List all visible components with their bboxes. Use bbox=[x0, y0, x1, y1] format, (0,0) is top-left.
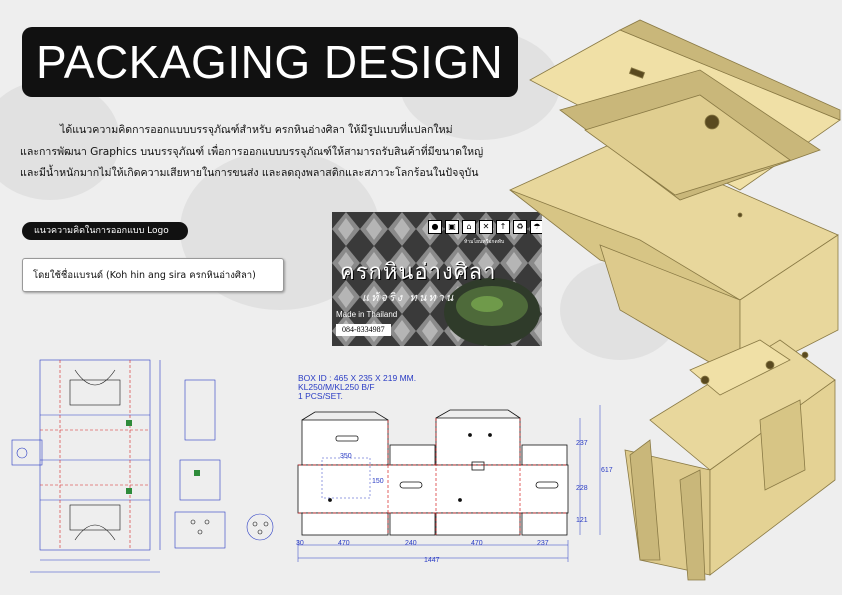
inner-dims bbox=[321, 457, 371, 499]
inner-insert-3d bbox=[624, 339, 836, 581]
label-tagline: แท้จริง ทนทาน bbox=[362, 291, 456, 304]
left-dieline-cuts bbox=[40, 360, 150, 550]
left-dieline-detail bbox=[69, 369, 269, 541]
product-label: ● ▣ ⌂ ✕ ↑ ♻ ☂ ห้ามโยนหรือกดทับ ครกหินอ่า… bbox=[332, 212, 542, 346]
green-marker bbox=[126, 488, 132, 494]
handling-icons: ● ▣ ⌂ ✕ ↑ ♻ ☂ bbox=[428, 220, 542, 234]
label-small-text: ห้ามโยนหรือกดทับ bbox=[464, 239, 505, 245]
open-box-3d bbox=[509, 19, 841, 381]
dimension-lines bbox=[297, 405, 601, 562]
main-dieline-cuts bbox=[298, 418, 568, 535]
label-brand-name: ครกหินอ่างศิลา bbox=[340, 260, 497, 285]
dim-bottom-2: 470 bbox=[338, 540, 350, 547]
dim-inner-h: 350 bbox=[340, 453, 352, 460]
dim-total-width: 1447 bbox=[424, 557, 440, 564]
left-dieline bbox=[11, 359, 274, 573]
dim-bottom-5: 237 bbox=[537, 540, 549, 547]
label-made-in: Made in Thailand bbox=[336, 310, 398, 319]
main-dieline bbox=[297, 409, 569, 536]
title-banner: PACKAGING DESIGN bbox=[22, 27, 518, 97]
green-marker bbox=[194, 470, 200, 476]
spec-quantity: 1 PCS/SET. bbox=[298, 391, 343, 401]
umbrella-icon: ☂ bbox=[530, 220, 542, 234]
dim-right-1: 237 bbox=[576, 440, 588, 447]
dim-right-total: 617 bbox=[601, 467, 613, 474]
spec-material: KL250/M/KL250 B/F bbox=[298, 382, 375, 392]
box-icon: ▣ bbox=[445, 220, 459, 234]
logo-icon: ● bbox=[428, 220, 442, 234]
label-phone: 084-8334987 bbox=[336, 324, 391, 336]
recycle-icon: ♻ bbox=[513, 220, 527, 234]
dim-right-3: 121 bbox=[576, 517, 588, 524]
description-line: และมีน้ำหนักมากไม่ให้เกิดความเสียหายในกา… bbox=[20, 167, 479, 179]
page-title: PACKAGING DESIGN bbox=[36, 36, 504, 88]
box-spec: BOX ID : 465 X 235 X 219 MM. KL250/M/KL2… bbox=[298, 374, 416, 401]
description-line: ได้แนวความคิดการออกแบบบรรจุภัณฑ์สำหรับ ค… bbox=[60, 124, 453, 136]
dim-inner-v: 150 bbox=[372, 478, 384, 485]
dim-bottom-4: 470 bbox=[471, 540, 483, 547]
spec-box-id: BOX ID : 465 X 235 X 219 MM. bbox=[298, 373, 417, 383]
fragile-icon: ⌂ bbox=[462, 220, 476, 234]
brand-note: โดยใช้ชื่อแบรนด์ (Koh hin ang sira ครกหิ… bbox=[22, 258, 284, 292]
description-line: และการพัฒนา Graphics บนบรรจุภัณฑ์ เพื่อก… bbox=[20, 145, 484, 158]
main-dieline-holes bbox=[328, 433, 559, 502]
background-splat bbox=[0, 80, 120, 200]
logo-concept-heading: แนวความคิดในการออกแบบ Logo bbox=[22, 222, 188, 240]
this-way-up-icon: ↑ bbox=[496, 220, 510, 234]
dim-bottom-3: 240 bbox=[405, 540, 417, 547]
argyle-pattern bbox=[332, 212, 542, 346]
description-block: ได้แนวความคิดการออกแบบบรรจุภัณฑ์สำหรับ ค… bbox=[20, 120, 500, 185]
dim-bottom-1: 30 bbox=[296, 540, 304, 547]
dim-right-2: 228 bbox=[576, 485, 588, 492]
green-marker bbox=[126, 420, 132, 426]
no-hook-icon: ✕ bbox=[479, 220, 493, 234]
